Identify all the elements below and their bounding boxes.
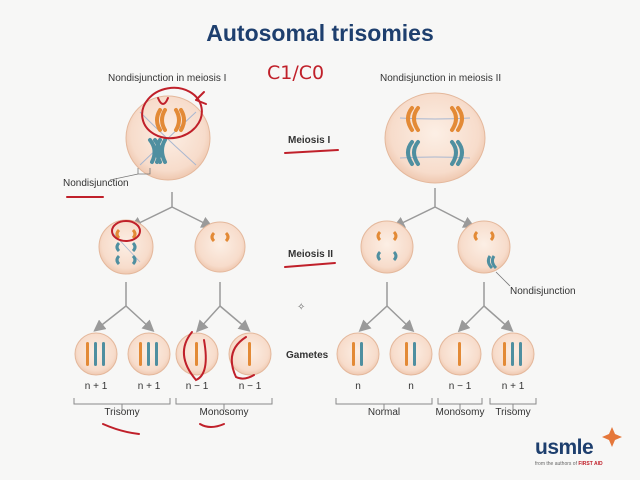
page-title: Autosomal trisomies [206, 20, 434, 46]
group-left-trisomy: Trisomy [104, 407, 140, 418]
nondisjunction-label-right: Nondisjunction [510, 286, 576, 297]
svg-text:✧: ✧ [297, 302, 305, 313]
gamete-right-4 [491, 332, 535, 376]
stage-gametes: Gametes [286, 350, 329, 361]
gamete-label-left-2: n + 1 [137, 381, 161, 392]
gamete-label-left-4: n − 1 [238, 381, 262, 392]
cell-meiosis2-left-b [194, 221, 246, 273]
logo-burst-icon [602, 427, 622, 447]
group-right-normal: Normal [367, 407, 401, 418]
gamete-label-left-1: n + 1 [84, 381, 108, 392]
gamete-label-left-3: n − 1 [185, 381, 209, 392]
cell-meiosis2-right-b [457, 220, 511, 274]
cell-meiosis1-right [384, 92, 486, 184]
group-brackets [73, 398, 537, 410]
gamete-label-right-4: n + 1 [501, 381, 525, 392]
arrows-level2 [93, 282, 514, 333]
gamete-left-2 [127, 332, 171, 376]
cell-meiosis2-left-a [98, 219, 154, 275]
usmle-logo: usmle from the authors of FIRST AID [535, 436, 603, 467]
gamete-right-2 [389, 332, 433, 376]
right-heading: Nondisjunction in meiosis II [380, 73, 502, 84]
logo-subtitle: from the authors of FIRST AID [535, 461, 603, 467]
stage-meiosis1: Meiosis I [288, 135, 331, 146]
left-heading: Nondisjunction in meiosis I [108, 73, 227, 84]
gamete-label-right-3: n − 1 [448, 381, 472, 392]
gamete-label-right-2: n [408, 381, 414, 392]
group-right-monosomy: Monosomy [435, 407, 485, 418]
logo-word: usmle [535, 436, 594, 459]
handwritten-annotation: C1/C0 [267, 62, 325, 84]
group-left-monosomy: Monosomy [199, 407, 249, 418]
gamete-left-1 [74, 332, 118, 376]
gamete-right-3 [438, 332, 482, 376]
group-right-trisomy: Trisomy [495, 407, 531, 418]
gamete-left-4 [228, 332, 272, 376]
hand-annotations [66, 86, 339, 435]
nondisjunction-label-left: Nondisjunction [63, 178, 129, 189]
arrows-level1 [129, 188, 476, 228]
cell-meiosis2-right-a [360, 220, 414, 274]
stage-meiosis2: Meiosis II [288, 249, 334, 260]
gamete-left-3 [175, 332, 219, 376]
gamete-right-1 [336, 332, 380, 376]
gamete-label-right-1: n [355, 381, 361, 392]
